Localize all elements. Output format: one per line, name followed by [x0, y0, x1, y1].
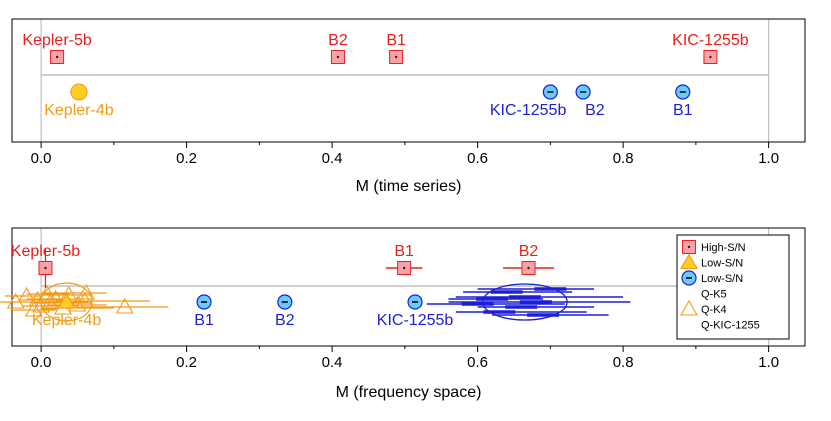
legend-icon-low-sn-k4	[680, 253, 698, 270]
point-label: B2	[585, 102, 605, 119]
x-tick-label: 0.2	[176, 354, 197, 371]
point-label: B2	[519, 243, 539, 260]
point-label: KIC-1255b	[490, 102, 567, 119]
x-tick-label: 0.4	[322, 150, 343, 167]
x-tick-label: 0.8	[613, 354, 634, 371]
q-k4-marker	[115, 297, 134, 314]
point-label: Kepler-5b	[11, 243, 80, 260]
x-tick-label: 1.0	[758, 150, 779, 167]
marker-kepler-4b	[57, 292, 76, 309]
marker-kepler-4b	[70, 83, 88, 101]
legend-entry: Q-K4	[701, 304, 727, 316]
point-label: Kepler-4b	[32, 312, 101, 329]
point-label: B1	[194, 312, 214, 329]
point-label: Kepler-4b	[44, 102, 113, 119]
x-axis-label: M (time series)	[356, 178, 462, 195]
q-k4-marker	[32, 296, 51, 313]
legend-entry: Q-K5	[701, 289, 727, 301]
point-label: B1	[386, 32, 406, 49]
legend-entry: High-S/N	[701, 242, 746, 254]
point-label: B2	[275, 312, 295, 329]
point-label: B1	[673, 102, 693, 119]
marker-high-sn-dot	[394, 55, 398, 59]
legend-icon-high-sn-dot	[687, 245, 691, 249]
x-axis-label: M (frequency space)	[336, 384, 482, 401]
panel-time-series: 0.0 0.2 0.4 0.6 0.8 1.0 M (time series) Kepler-…	[11, 18, 806, 195]
marker-high-sn-dot	[527, 266, 530, 270]
legend-entry: Low-S/N	[701, 273, 743, 285]
x-tick-label: 0.6	[467, 150, 488, 167]
q-k4-marker	[77, 283, 96, 300]
legend-entry: Q-KIC-1255	[701, 320, 760, 332]
point-label: B1	[394, 243, 414, 260]
marker-high-sn-dot	[336, 55, 340, 59]
point-label: KIC-1255b	[377, 312, 454, 329]
point-label: KIC-1255b	[672, 32, 749, 49]
marker-high-sn-dot	[44, 266, 47, 270]
marker-high-sn-dot	[709, 55, 712, 59]
x-tick-label: 0.2	[176, 150, 197, 167]
q-k4-marker	[24, 300, 43, 317]
q-k4-marker	[68, 295, 87, 312]
x-tick-label: 0.8	[613, 150, 634, 167]
legend-icon-q-k4	[680, 299, 698, 316]
plot-frame	[11, 18, 806, 143]
plot-frame	[11, 227, 806, 347]
point-label: B2	[328, 32, 348, 49]
x-tick-label: 0.4	[322, 354, 343, 371]
q-k4-ellipse	[40, 282, 93, 322]
panel-frequency-space: 0.0 0.2 0.4 0.6 0.8 1.0 M (frequency space) Kep…	[0, 227, 806, 401]
x-tick-label: 0.6	[467, 354, 488, 371]
x-tick-label: 0.0	[31, 354, 52, 371]
x-tick-label: 0.0	[31, 150, 52, 167]
point-label: Kepler-5b	[22, 32, 91, 49]
q-k4-marker	[17, 286, 36, 303]
marker-high-sn-dot	[402, 266, 406, 270]
q-kic1255-ellipse	[482, 283, 568, 321]
x-tick-label: 1.0	[758, 354, 779, 371]
marker-high-sn-dot	[55, 55, 59, 59]
legend-entry: Low-S/N	[701, 258, 743, 270]
